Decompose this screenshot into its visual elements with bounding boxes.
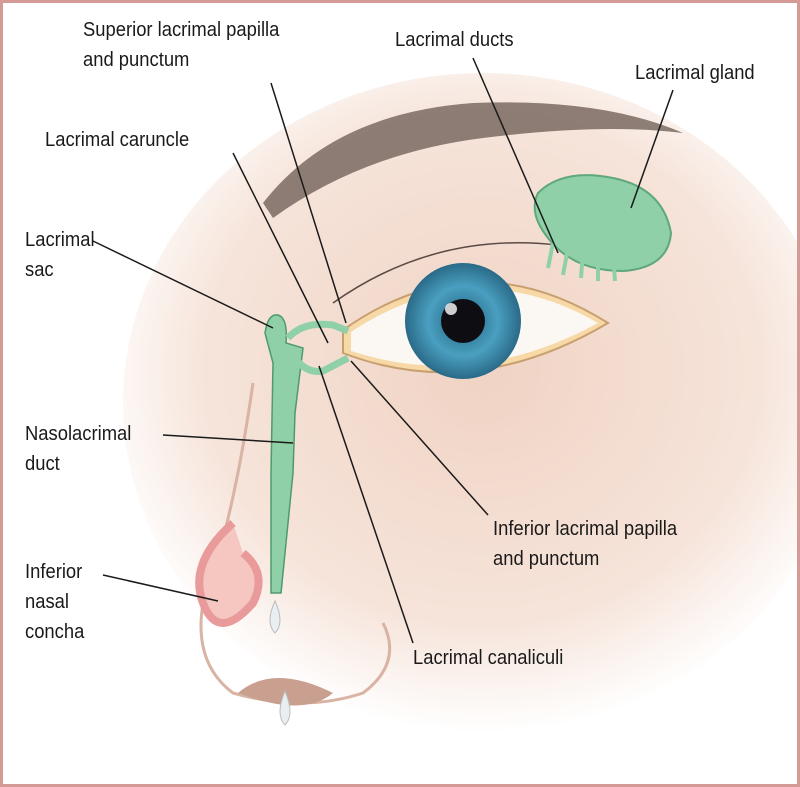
tear-drop	[279, 689, 291, 726]
label-line: nasal	[25, 591, 69, 613]
label-lacrimal-sac: Lacrimal sac	[25, 225, 95, 285]
label-line: and punctum	[493, 548, 600, 570]
label-line: Lacrimal ducts	[395, 29, 514, 51]
label-line: Lacrimal canaliculi	[413, 647, 564, 669]
label-line: concha	[25, 621, 85, 643]
face-skin	[123, 73, 797, 733]
label-line: Lacrimal	[25, 229, 95, 251]
label-nasolacrimal-duct: Nasolacrimal duct	[25, 419, 131, 479]
label-lacrimal-ducts: Lacrimal ducts	[395, 25, 514, 55]
label-line: duct	[25, 453, 60, 475]
nasolacrimal-duct	[264, 314, 350, 726]
eyebrow	[263, 102, 683, 218]
label-line: Nasolacrimal	[25, 423, 132, 445]
label-superior-lacrimal-papilla: Superior lacrimal papilla and punctum	[83, 15, 279, 75]
label-line: Lacrimal caruncle	[45, 129, 190, 151]
label-lacrimal-caruncle: Lacrimal caruncle	[45, 125, 189, 155]
label-lacrimal-gland: Lacrimal gland	[635, 58, 755, 88]
inferior-concha-shape	[195, 520, 263, 627]
label-line: Superior lacrimal papilla	[83, 19, 280, 41]
label-line: and punctum	[83, 49, 190, 71]
nose	[199, 382, 392, 705]
eye	[342, 263, 610, 379]
label-lacrimal-canaliculi: Lacrimal canaliculi	[413, 643, 563, 673]
label-line: sac	[25, 259, 54, 281]
label-line: Inferior lacrimal papilla	[493, 518, 678, 540]
lacrimal-gland	[533, 174, 673, 282]
label-inferior-lacrimal-papilla: Inferior lacrimal papilla and punctum	[493, 514, 677, 574]
tear-drop	[269, 599, 281, 634]
label-line: Inferior	[25, 561, 83, 583]
leader-lines	[92, 57, 674, 644]
lacrimal-anatomy-illustration	[92, 57, 797, 733]
label-inferior-nasal-concha: Inferior nasal concha	[25, 557, 84, 647]
label-line: Lacrimal gland	[635, 62, 755, 84]
